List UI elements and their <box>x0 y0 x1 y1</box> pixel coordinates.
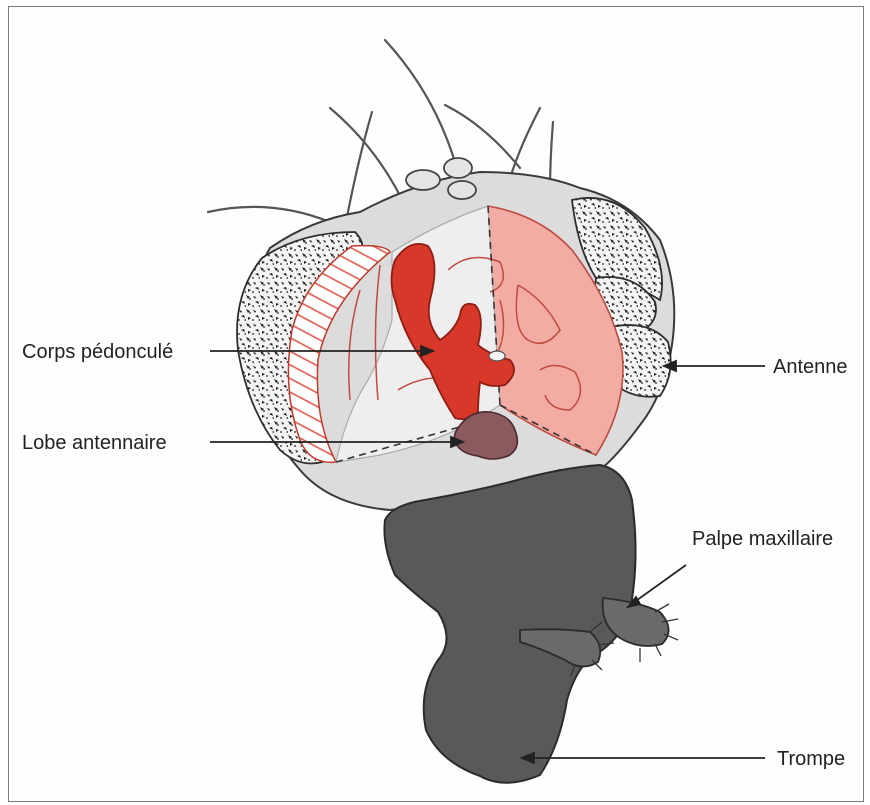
mushroom-body-spot <box>489 351 505 361</box>
label-antenne: Antenne <box>773 356 848 378</box>
label-corps-pedoncule: Corps pédonculé <box>22 341 173 363</box>
label-trompe: Trompe <box>777 748 845 770</box>
label-palpe-maxillaire: Palpe maxillaire <box>692 528 833 550</box>
proboscis <box>384 465 635 783</box>
label-lobe-antennaire: Lobe antennaire <box>22 432 167 454</box>
